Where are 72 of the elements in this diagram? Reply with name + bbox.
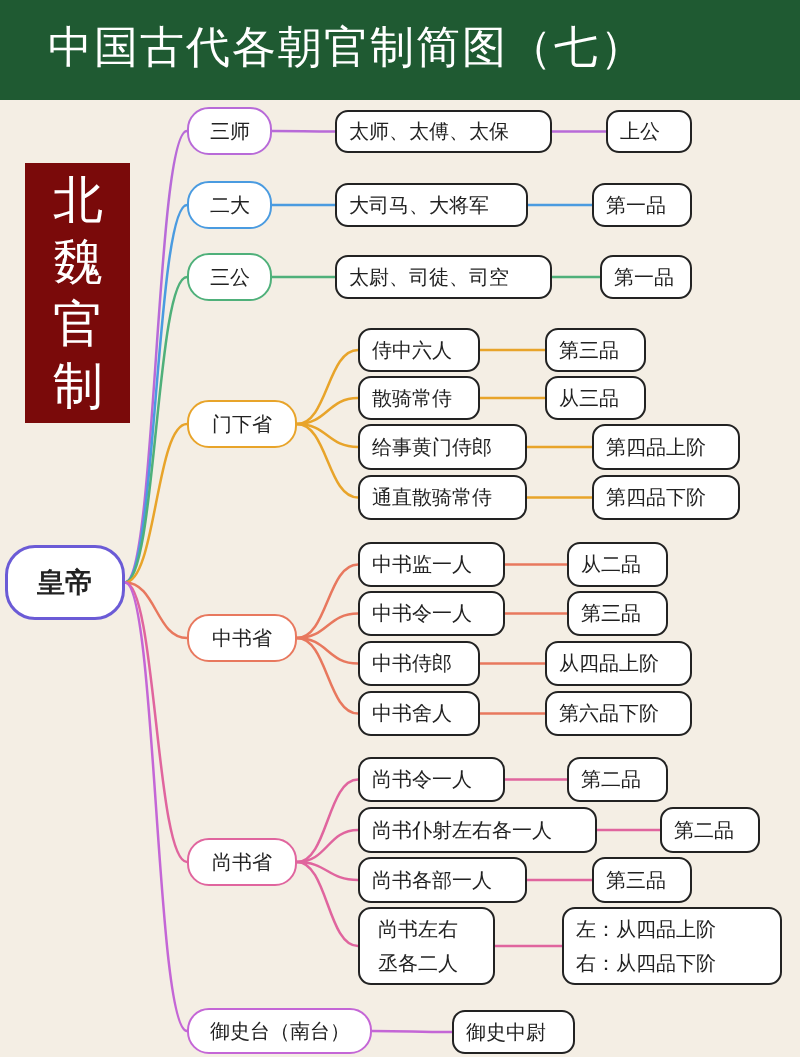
connector-line [505, 778, 567, 781]
connector-line [480, 396, 545, 400]
root-box: 皇帝 [5, 545, 125, 620]
connector-line [480, 662, 545, 665]
connector-line [527, 445, 592, 449]
category-box: 二大 [187, 181, 272, 229]
connector-line [272, 129, 335, 133]
office-box: 第三品 [567, 591, 668, 636]
office-box: 通直散骑常侍 [358, 475, 527, 520]
connector-line [372, 1029, 452, 1034]
connector-line [528, 203, 592, 207]
connector-line [296, 348, 359, 426]
office-box: 太尉、司徒、司空 [335, 255, 552, 299]
connector-line [480, 712, 545, 715]
office-box: 第一品 [592, 183, 692, 227]
connector-line [272, 203, 335, 207]
category-box: 门下省 [187, 400, 297, 448]
rank-text: 右：从四品下阶 [576, 950, 716, 977]
connector-line [527, 878, 592, 882]
office-box: 侍中六人 [358, 328, 480, 372]
office-box: 尚书各部一人 [358, 857, 527, 903]
connector-line [480, 348, 545, 352]
connector-line [296, 422, 359, 499]
connector-line [495, 944, 562, 948]
connector-line [124, 581, 188, 1032]
office-box: 御史中尉 [452, 1010, 575, 1054]
title-band: 北魏官制 [25, 163, 130, 423]
rank-text: 左：从四品上阶 [576, 916, 716, 943]
category-box: 三师 [187, 107, 272, 155]
office-box: 尚书仆射左右各一人 [358, 807, 597, 853]
office-box: 太师、太傅、太保 [335, 110, 552, 153]
category-box: 尚书省 [187, 838, 297, 886]
office-box: 第四品下阶 [592, 475, 740, 520]
connector-line [296, 860, 359, 948]
office-box: 尚书左右丞各二人 [358, 907, 495, 985]
office-box: 第三品 [592, 857, 692, 903]
office-box: 尚书令一人 [358, 757, 505, 802]
office-box: 中书舍人 [358, 691, 480, 736]
office-box: 第二品 [567, 757, 668, 802]
connector-line [505, 612, 567, 615]
office-box: 散骑常侍 [358, 376, 480, 420]
office-box: 中书监一人 [358, 542, 505, 587]
connector-line [296, 778, 359, 864]
office-box [562, 907, 782, 985]
category-box: 中书省 [187, 614, 297, 662]
connector-line [296, 636, 359, 715]
office-box: 第二品 [660, 807, 760, 853]
connector-line [505, 563, 567, 566]
category-box: 御史台（南台） [187, 1008, 372, 1054]
category-box: 三公 [187, 253, 272, 301]
connector-line [124, 276, 188, 584]
connector-line [597, 828, 660, 832]
office-box: 上公 [606, 110, 692, 153]
office-box: 第三品 [545, 328, 646, 372]
connector-line [124, 581, 188, 640]
connector-line [552, 275, 600, 279]
office-box: 从二品 [567, 542, 668, 587]
connector-line [272, 275, 335, 279]
office-box: 中书令一人 [358, 591, 505, 636]
connector-line [527, 496, 592, 499]
connector-line [124, 422, 188, 584]
office-box: 给事黄门侍郎 [358, 424, 527, 470]
office-box: 从四品上阶 [545, 641, 692, 686]
office-box: 从三品 [545, 376, 646, 420]
title: 中国古代各朝官制简图（七） [48, 20, 646, 74]
office-box: 第六品下阶 [545, 691, 692, 736]
connector-line [296, 563, 359, 640]
connector-line [552, 130, 606, 133]
office-box: 大司马、大将军 [335, 183, 528, 227]
office-box: 第四品上阶 [592, 424, 740, 470]
office-box: 中书侍郎 [358, 641, 480, 686]
office-box: 第一品 [600, 255, 692, 299]
